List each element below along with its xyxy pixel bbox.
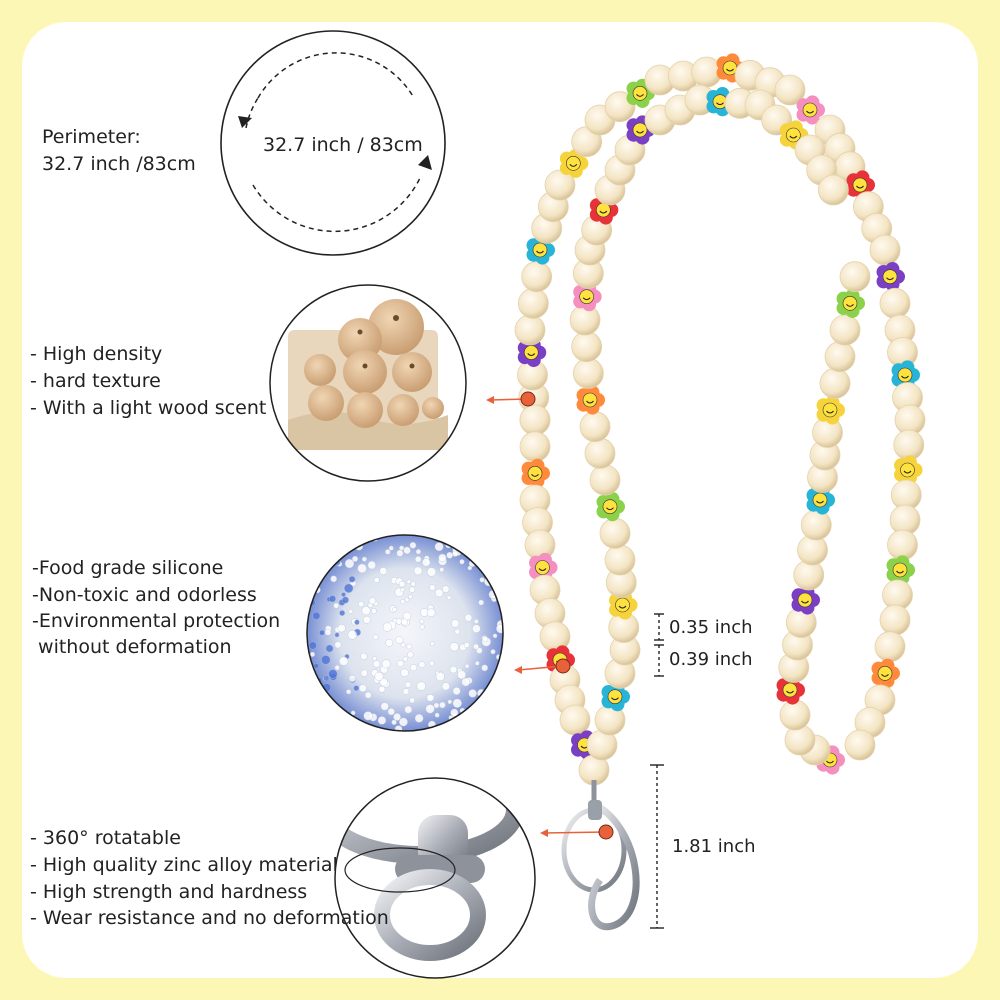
bead-measure [654, 613, 664, 677]
wood-bead [604, 544, 636, 576]
silicone-feature-1: -Food grade silicone [32, 557, 224, 579]
clasp-feature-2: - High quality zinc alloy material [30, 854, 338, 876]
smiley-flower-bead [796, 95, 825, 125]
bead-small-size: 0.35 inch [669, 617, 753, 638]
wood-bead [844, 729, 876, 761]
bead-large-size: 0.39 inch [669, 649, 753, 670]
smiley-flower-bead [576, 385, 605, 415]
smiley-flower-bead [626, 115, 655, 145]
smiley-flower-bead [521, 458, 550, 488]
wood-bead [521, 261, 553, 293]
wood-bead [579, 411, 611, 443]
smiley-flower-bead [791, 585, 820, 615]
silicone-feature-3: -Environmental protection [32, 610, 281, 632]
wood-feature-1: - High density [30, 343, 163, 365]
wood-bead [519, 431, 551, 463]
wood-bead [572, 357, 604, 389]
smiley-flower-bead [894, 455, 923, 485]
perimeter-label: Perimeter: [42, 126, 141, 148]
wood-bead [779, 699, 811, 731]
clasp-feature-3: - High strength and hardness [30, 881, 308, 903]
smiley-flower-bead [886, 555, 915, 585]
perimeter-circle-value: 32.7 inch / 83cm [263, 134, 423, 156]
wood-bead [559, 704, 591, 736]
wood-bead [800, 509, 832, 541]
wood-bead [584, 437, 616, 469]
clasp-feature-4: - Wear resistance and no deformation [30, 907, 389, 929]
clasp-length: 1.81 inch [672, 836, 756, 857]
wood-bead [571, 331, 603, 363]
smiley-flower-bead [871, 658, 900, 688]
wood-bead [519, 404, 551, 436]
wood-bead [824, 341, 856, 373]
wood-bead [829, 314, 861, 346]
wood-bead [544, 169, 576, 201]
pointer-arrows [486, 391, 614, 840]
smiley-flower-bead [836, 288, 865, 318]
clasp-measure [650, 764, 664, 929]
wood-feature-3: - With a light wood scent [30, 397, 267, 419]
wood-bead [819, 367, 851, 399]
clasp-feature-1: - 360° rotatable [30, 827, 181, 849]
wood-bead [839, 261, 871, 293]
lanyard-beads [514, 53, 926, 786]
wood-bead [517, 287, 549, 319]
smiley-flower-bead [596, 492, 625, 522]
wood-bead [869, 234, 901, 266]
smiley-flower-bead [876, 262, 905, 292]
wood-bead [874, 631, 906, 663]
wood-bead [514, 314, 546, 346]
wood-bead [589, 464, 621, 496]
smiley-flower-bead [846, 170, 875, 200]
wood-bead [599, 517, 631, 549]
silicone-feature-2: -Non-toxic and odorless [32, 584, 257, 606]
clasp-inset [334, 777, 536, 979]
wood-feature-2: - hard texture [30, 370, 161, 392]
lanyard-clasp [561, 780, 640, 931]
wood-beads-inset [269, 284, 467, 482]
smiley-flower-bead [816, 395, 845, 425]
perimeter-circle [220, 30, 446, 256]
wood-bead [817, 174, 849, 206]
silicone-granules-inset [306, 534, 504, 732]
wood-bead [879, 604, 911, 636]
silicone-feature-4: without deformation [32, 636, 232, 658]
wood-bead [879, 287, 911, 319]
smiley-flower-bead [559, 148, 589, 178]
perimeter-value: 32.7 inch /83cm [42, 153, 196, 175]
wood-bead [774, 74, 806, 106]
